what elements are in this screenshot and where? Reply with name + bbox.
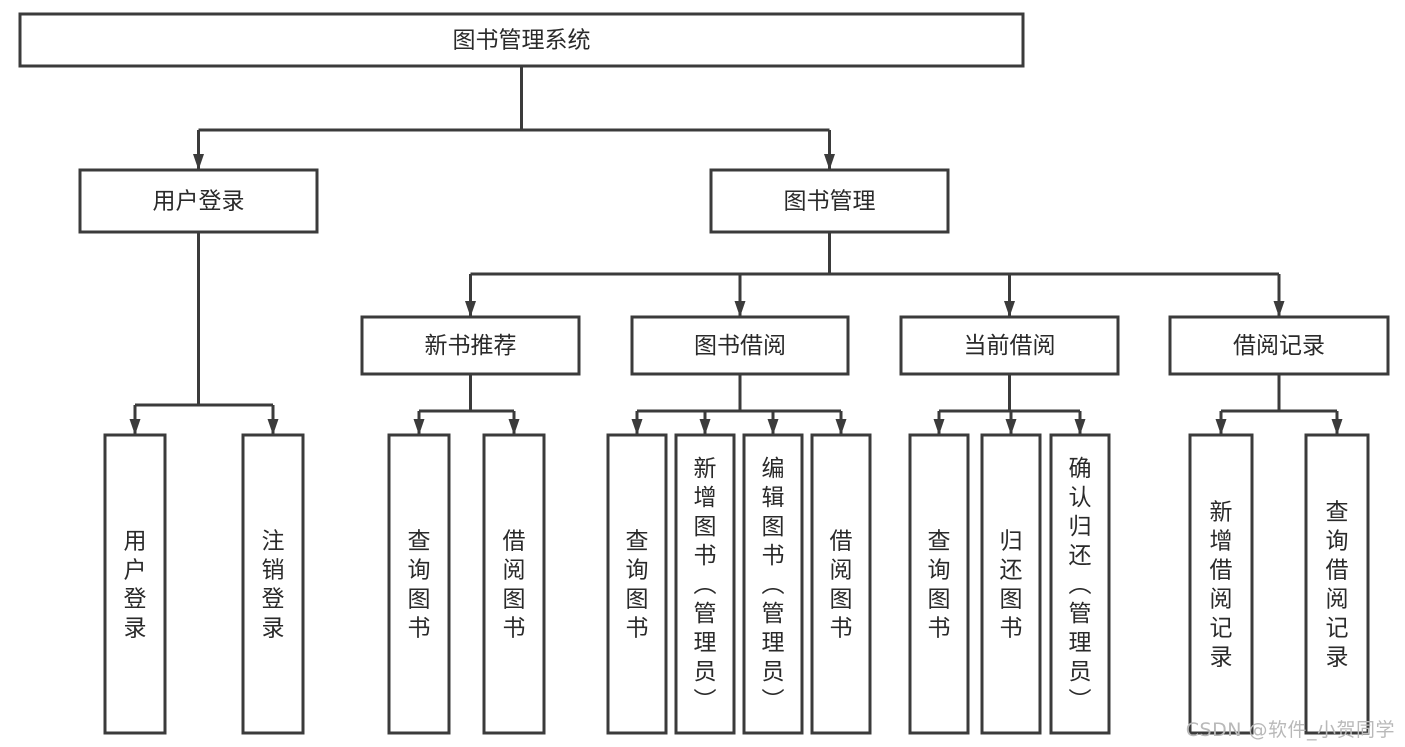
node-label: 图书管理系统 (453, 28, 591, 54)
leaf-node-8[interactable]: 查询图书 (908, 433, 970, 735)
leaf-box[interactable] (742, 433, 804, 735)
leaf-node-0[interactable]: 用户登录 (103, 433, 167, 735)
node-label: 借阅记录 (1233, 333, 1325, 359)
node-l3-0[interactable]: 新书推荐 (360, 315, 581, 376)
node-label: 当前借阅 (964, 333, 1056, 359)
leaf-node-6[interactable]: 编辑图书︵管理员︶ (742, 433, 804, 735)
leaf-node-4[interactable]: 查询图书 (606, 433, 668, 735)
l3-1-arrow-0 (631, 419, 643, 435)
leaf-label: 新增借阅记录 (1210, 500, 1233, 671)
leaf-node-11[interactable]: 新增借阅记录 (1188, 433, 1254, 735)
node-box[interactable] (899, 315, 1120, 376)
watermark-text: CSDN @软件_小贺同学 (1185, 719, 1395, 741)
node-l3-2[interactable]: 当前借阅 (899, 315, 1120, 376)
leaf-box[interactable] (674, 433, 736, 735)
leaf-node-1[interactable]: 注销登录 (241, 433, 305, 735)
leaf-label: 借阅图书 (830, 529, 853, 642)
leaf-box[interactable] (606, 433, 668, 735)
leaf-box[interactable] (1188, 433, 1254, 735)
leaf-box[interactable] (103, 433, 167, 735)
books-arrow-0 (465, 301, 476, 317)
leaf-box[interactable] (980, 433, 1042, 735)
node-label: 图书借阅 (694, 333, 786, 359)
leaf-node-7[interactable]: 借阅图书 (810, 433, 872, 735)
node-box[interactable] (78, 168, 319, 234)
node-box[interactable] (1168, 315, 1390, 376)
node-l3-3[interactable]: 借阅记录 (1168, 315, 1390, 376)
leaf-box[interactable] (810, 433, 872, 735)
leaf-label: 新增图书︵管理员︶ (694, 456, 717, 714)
leaf-box[interactable] (482, 433, 546, 735)
l3-0-arrow-1 (508, 419, 520, 435)
leaf-box[interactable] (387, 433, 451, 735)
l3-0-arrow-0 (413, 419, 425, 435)
node-l3-1[interactable]: 图书借阅 (630, 315, 850, 376)
leaf-label: 注销登录 (262, 529, 285, 642)
node-l2-0[interactable]: 用户登录 (78, 168, 319, 234)
l3-1-arrow-2 (767, 419, 779, 435)
nodes-layer: 图书管理系统用户登录图书管理新书推荐图书借阅当前借阅借阅记录用户登录注销登录查询… (18, 12, 1390, 735)
l3-2-arrow-1 (1005, 419, 1017, 435)
l3-1-arrow-3 (835, 419, 847, 435)
leaf-node-12[interactable]: 查询借阅记录 (1304, 433, 1370, 735)
leaf-label: 确认归还︵管理员︶ (1069, 456, 1092, 714)
node-l2-1[interactable]: 图书管理 (709, 168, 950, 234)
l3-2-arrow-2 (1074, 419, 1086, 435)
leaf-node-10[interactable]: 确认归还︵管理员︶ (1049, 433, 1111, 735)
l3-3-arrow-0 (1215, 419, 1227, 435)
leaf-box[interactable] (908, 433, 970, 735)
leaf-label: 查询图书 (408, 529, 431, 642)
leaf-box[interactable] (1049, 433, 1111, 735)
leaf-node-9[interactable]: 归还图书 (980, 433, 1042, 735)
leaf-label: 借阅图书 (503, 529, 526, 642)
leaf-box[interactable] (241, 433, 305, 735)
node-box[interactable] (18, 12, 1025, 68)
login-arrow-1 (267, 419, 279, 435)
books-arrow-3 (1273, 301, 1285, 317)
l3-2-arrow-0 (933, 419, 945, 435)
leaf-label: 用户登录 (124, 529, 147, 642)
node-box[interactable] (360, 315, 581, 376)
root-arrow-0 (193, 154, 204, 170)
leaf-node-2[interactable]: 查询图书 (387, 433, 451, 735)
leaf-label: 查询图书 (928, 529, 951, 642)
leaf-label: 编辑图书︵管理员︶ (762, 456, 785, 714)
leaf-label: 查询图书 (626, 529, 649, 642)
login-arrow-0 (129, 419, 141, 435)
root-arrow-1 (824, 154, 835, 170)
node-box[interactable] (630, 315, 850, 376)
l3-1-arrow-1 (699, 419, 711, 435)
books-arrow-2 (1004, 301, 1015, 317)
node-label: 用户登录 (153, 189, 245, 215)
node-box[interactable] (709, 168, 950, 234)
leaf-box[interactable] (1304, 433, 1370, 735)
edges-layer (129, 66, 1343, 435)
leaf-node-3[interactable]: 借阅图书 (482, 433, 546, 735)
books-arrow-1 (734, 301, 746, 317)
leaf-label: 查询借阅记录 (1326, 500, 1349, 671)
node-label: 新书推荐 (425, 333, 517, 359)
leaf-node-5[interactable]: 新增图书︵管理员︶ (674, 433, 736, 735)
node-root-0[interactable]: 图书管理系统 (18, 12, 1025, 68)
l3-3-arrow-1 (1331, 419, 1343, 435)
leaf-label: 归还图书 (1000, 529, 1023, 642)
node-label: 图书管理 (784, 189, 876, 215)
